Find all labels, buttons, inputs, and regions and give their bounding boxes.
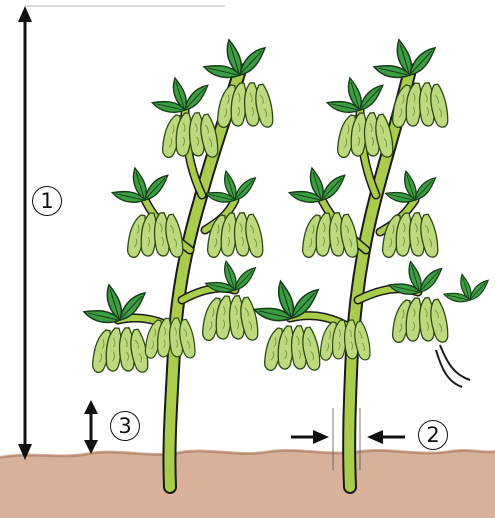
first-pod-height-arrow: [84, 400, 98, 454]
soil: [0, 449, 495, 518]
plant-right: [253, 40, 492, 487]
callout-first-pod-height: 3: [110, 411, 140, 441]
callout-stem-diameter: 2: [418, 420, 448, 450]
callout-plant-height: 1: [32, 186, 62, 216]
